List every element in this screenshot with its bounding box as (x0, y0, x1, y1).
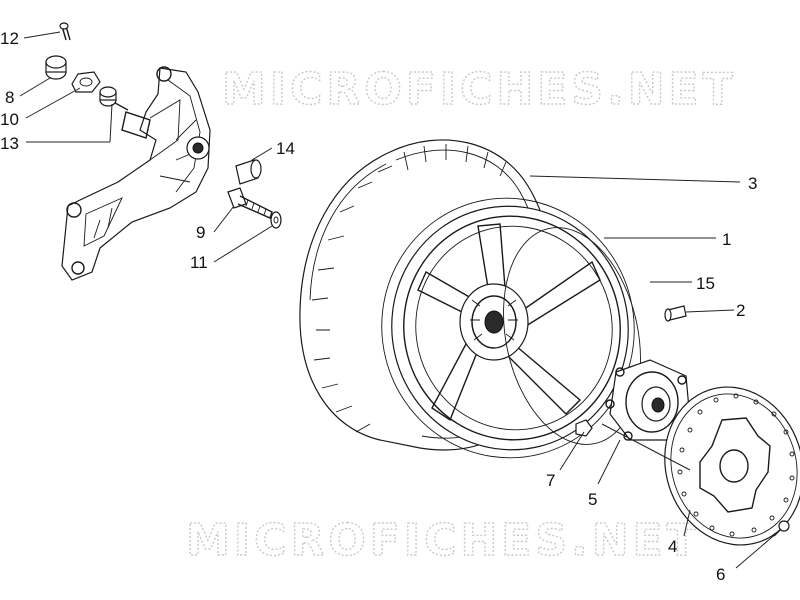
tire-valve (664, 305, 687, 322)
wheel-rim (381, 197, 635, 459)
callout-3: 3 (748, 174, 757, 193)
callout-14: 14 (276, 139, 295, 158)
callout-13: 13 (0, 134, 19, 153)
callout-5: 5 (588, 490, 597, 509)
callout-9: 9 (196, 223, 205, 242)
callout-8: 8 (5, 88, 14, 107)
callout-7: 7 (546, 471, 555, 490)
watermark-top: MICROFICHES.NET (222, 64, 737, 115)
swing-arm-bracket (61, 66, 211, 281)
callout-6: 6 (716, 565, 725, 584)
hub-flange (605, 359, 691, 441)
callout-1: 1 (722, 230, 731, 249)
washer-11 (270, 211, 282, 229)
spacer-bushing (99, 86, 117, 107)
callout-2: 2 (736, 301, 745, 320)
disc-holes (677, 393, 795, 537)
bolt-9 (227, 187, 273, 219)
o-ring (503, 227, 641, 445)
callout-12: 12 (0, 29, 19, 48)
brake-disc (664, 386, 800, 546)
cotter-pin (59, 22, 71, 41)
bushing-14 (235, 159, 262, 185)
hex-nut (71, 71, 101, 93)
callout-4: 4 (668, 537, 677, 556)
flange-nut (575, 419, 593, 437)
callout-10: 10 (0, 110, 19, 129)
castle-nut (45, 55, 67, 80)
callout-11: 11 (190, 253, 208, 272)
callout-15: 15 (696, 274, 715, 293)
leader-lines (19, 31, 779, 569)
callout-numbers: 12 8 10 13 14 9 11 3 1 15 2 7 5 4 6 (0, 29, 757, 584)
watermark-bottom: MICROFICHES.NET (186, 515, 701, 566)
